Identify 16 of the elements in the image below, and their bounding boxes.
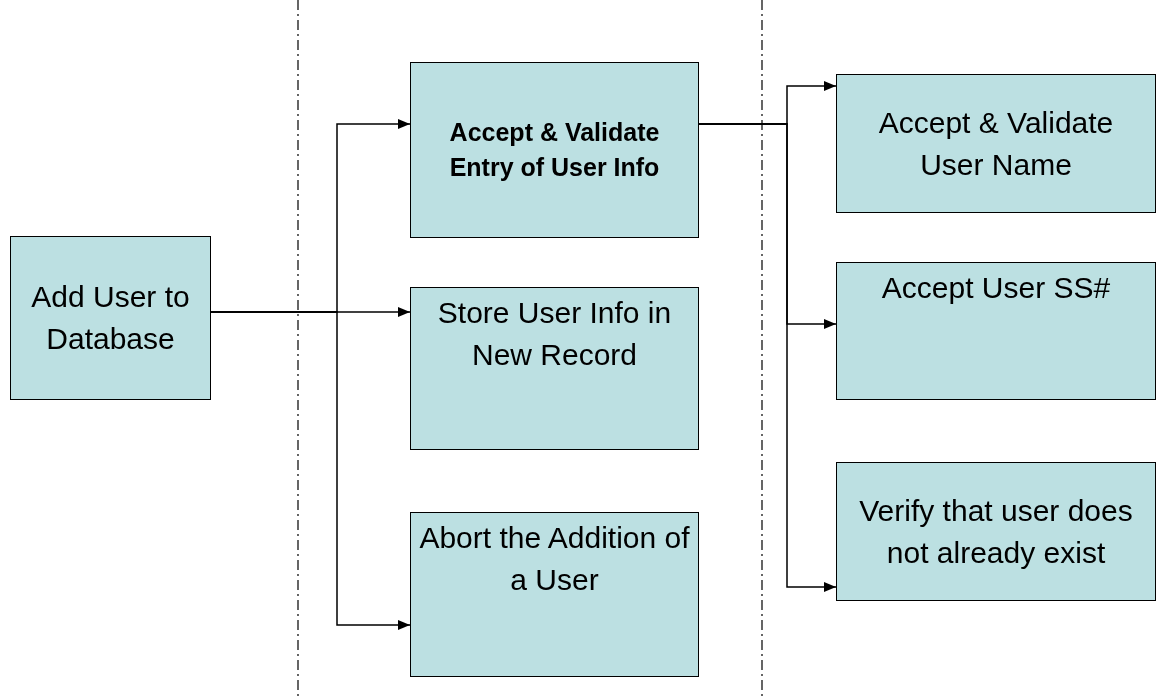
arrow — [210, 311, 411, 630]
process-box — [410, 287, 699, 450]
box-label: Add User to Database — [30, 279, 191, 357]
process-box — [836, 462, 1156, 601]
box-label: Abort the Addition of a User — [419, 520, 690, 598]
arrow — [698, 123, 837, 592]
box-label: Verify that user does not already exist — [858, 492, 1134, 571]
process-box — [836, 262, 1156, 400]
box-label: Store User Info in New Record — [436, 295, 673, 373]
process-box — [410, 62, 699, 238]
process-box — [410, 512, 699, 677]
box-label: Accept User SS# — [881, 270, 1111, 306]
box-label: Accept & Validate User Name — [877, 104, 1115, 183]
box-label: Accept & Validate Entry of User Info — [448, 117, 661, 183]
process-box — [836, 74, 1156, 213]
process-box — [10, 236, 211, 400]
